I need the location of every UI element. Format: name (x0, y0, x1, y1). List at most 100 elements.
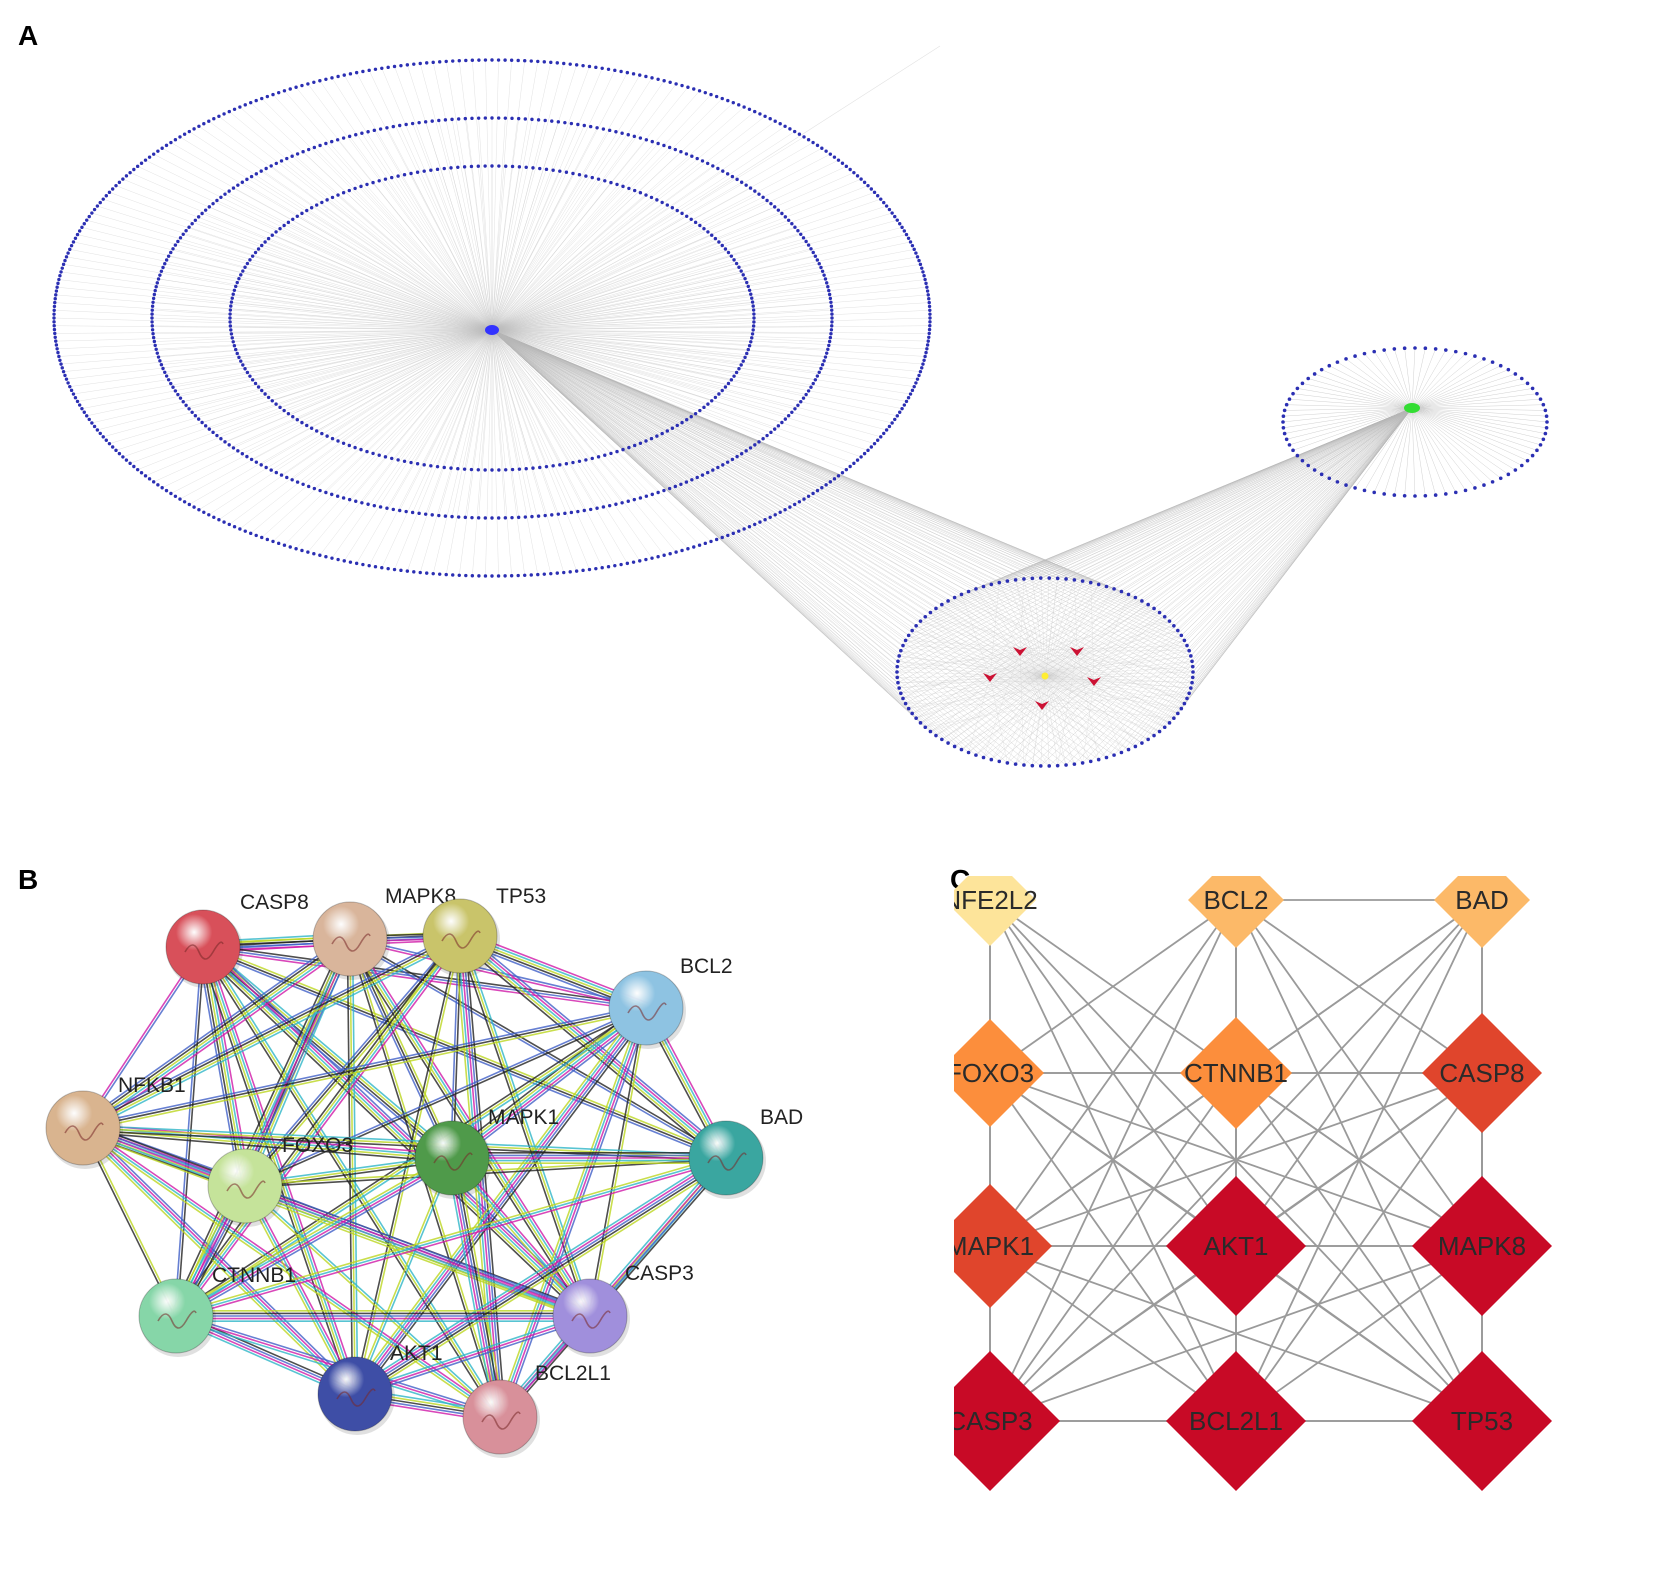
target-node (402, 173, 407, 177)
target-node (135, 467, 140, 472)
target-node (710, 233, 714, 237)
panel-b-edges (79, 930, 731, 1423)
target-node (1152, 733, 1156, 738)
target-node (58, 358, 62, 362)
target-node (884, 204, 889, 208)
target-node (359, 447, 363, 452)
target-node (966, 589, 971, 594)
target-node (744, 183, 748, 187)
target-node (656, 490, 660, 495)
target-node (1162, 725, 1167, 730)
target-node (104, 194, 108, 198)
target-node (555, 571, 559, 575)
target-node (197, 508, 201, 512)
target-node (59, 270, 63, 274)
target-node (1287, 443, 1292, 447)
target-node (227, 522, 231, 527)
target-node (477, 574, 481, 578)
target-node (228, 312, 232, 316)
target-node (706, 402, 710, 406)
target-node (731, 100, 735, 105)
target-node (1072, 578, 1077, 582)
target-node (80, 406, 84, 411)
target-node (1327, 363, 1332, 368)
target-node (117, 180, 122, 185)
target-node (806, 243, 811, 247)
target-node (53, 297, 57, 301)
target-node (476, 516, 481, 520)
target-node (1172, 716, 1176, 721)
target-node (449, 166, 453, 170)
right-hub-node (1404, 403, 1420, 413)
target-node (689, 415, 693, 419)
target-node (974, 587, 978, 591)
target-node (490, 164, 494, 168)
target-node (732, 258, 736, 262)
target-node (1088, 759, 1093, 764)
target-node (607, 128, 612, 133)
target-node (239, 359, 243, 363)
target-node (301, 150, 305, 154)
target-node (750, 296, 754, 300)
target-node (1187, 648, 1191, 653)
target-node (1126, 592, 1131, 597)
target-node (1453, 490, 1458, 495)
target-node (620, 501, 624, 505)
target-node (638, 559, 642, 563)
target-node (684, 480, 689, 484)
target-node (347, 497, 352, 502)
panel-c-edges (989, 899, 1483, 1422)
target-node (320, 200, 324, 205)
target-node (425, 61, 429, 65)
target-node (1482, 483, 1486, 487)
target-node (859, 177, 863, 181)
target-node (1119, 589, 1124, 594)
target-node (366, 502, 370, 506)
target-node (739, 269, 743, 273)
target-node (674, 82, 678, 86)
target-node (542, 572, 546, 576)
target-node (71, 240, 76, 244)
target-node (744, 449, 748, 453)
target-node (347, 134, 352, 139)
target-node (483, 516, 488, 520)
target-node (901, 643, 905, 648)
target-node (386, 65, 390, 70)
target-node (377, 453, 381, 457)
target-node (139, 471, 144, 475)
target-node (444, 59, 448, 64)
target-node (1152, 606, 1156, 611)
target-node (1423, 493, 1428, 498)
target-node (665, 429, 670, 433)
target-node (234, 284, 238, 289)
target-node (132, 464, 136, 469)
target-node (347, 443, 352, 448)
node-foxo3: FOXO3 (954, 1019, 1044, 1127)
target-node (1172, 623, 1176, 628)
target-node (809, 247, 813, 251)
target-node (1319, 472, 1324, 477)
target-node (60, 266, 64, 270)
target-node (1167, 619, 1172, 623)
target-node (354, 70, 359, 75)
target-node (438, 572, 442, 576)
target-node (806, 138, 811, 142)
target-node (915, 377, 920, 381)
target-node (550, 513, 554, 517)
target-node (600, 566, 604, 570)
target-node (409, 460, 413, 465)
target-node (912, 384, 916, 389)
node-akt1: AKT1 (1166, 1176, 1306, 1316)
target-node (720, 388, 724, 393)
target-node (121, 177, 125, 181)
target-node (161, 366, 165, 371)
target-node (164, 258, 169, 262)
target-node (946, 741, 950, 745)
target-node (615, 182, 619, 187)
target-node (1190, 675, 1195, 680)
target-node (1544, 414, 1549, 418)
target-node (852, 170, 856, 175)
target-node (510, 164, 515, 169)
target-node (132, 167, 136, 172)
target-node (915, 255, 920, 259)
